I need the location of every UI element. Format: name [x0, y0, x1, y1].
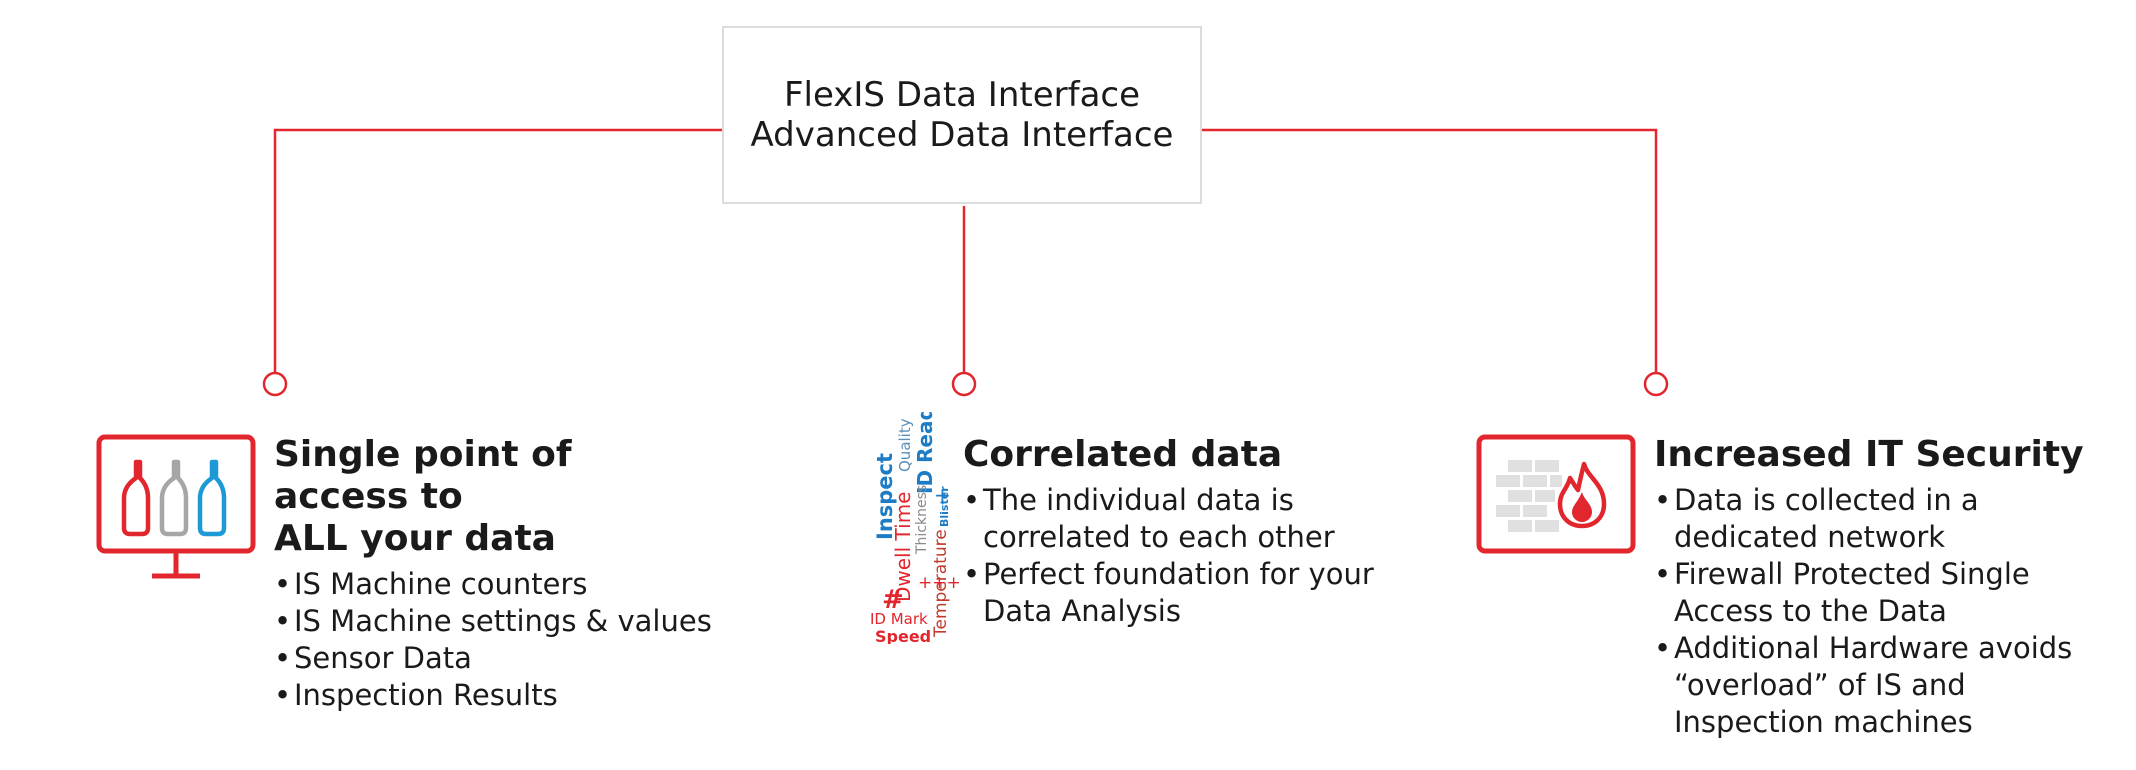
- word-inspect: Inspect: [873, 453, 897, 540]
- column-correlated-data: Correlated data The individual data isco…: [963, 434, 1403, 630]
- connector-node-right: [1643, 371, 1669, 397]
- list-item: Additional Hardware avoids“overload” of …: [1654, 630, 2114, 741]
- word-quality: Quality: [896, 418, 914, 472]
- firewall-monitor-icon: [1476, 434, 1636, 554]
- column-it-security: Increased IT Security Data is collected …: [1654, 434, 2114, 741]
- monitor-with-bottles-icon: [96, 434, 256, 579]
- interface-title-line2: Advanced Data Interface: [750, 115, 1174, 155]
- plus-glyphs: +++: [918, 573, 960, 593]
- column-title: Single point of access to ALL your data: [274, 434, 714, 560]
- plus-glyph-blue: +: [934, 483, 951, 507]
- interface-title-box: FlexIS Data Interface Advanced Data Inte…: [722, 26, 1202, 204]
- text-line: Inspection Results: [294, 678, 558, 712]
- column-title: Correlated data: [963, 434, 1283, 475]
- text-line: Single point of access to: [274, 434, 572, 517]
- text-line: ALL your data: [274, 518, 556, 559]
- column-title: Increased IT Security: [1654, 434, 2084, 475]
- text-line: “overload” of IS and: [1674, 668, 1966, 702]
- text-line: dedicated network: [1674, 520, 1946, 554]
- word-cloud-icon: Inspect Quality ID Read Dwell Time Thick…: [870, 412, 960, 644]
- word-blister: Blister: [938, 486, 951, 527]
- text-line: The individual data is: [983, 483, 1294, 517]
- word-temperature: Temperature: [931, 529, 951, 638]
- text-line: Data Analysis: [983, 594, 1181, 628]
- connector-left: [273, 128, 722, 373]
- word-thickness: Thickness: [914, 485, 930, 555]
- text-line: Perfect foundation for your: [983, 557, 1374, 591]
- text-line: Access to the Data: [1674, 594, 1947, 628]
- text-line: Inspection machines: [1674, 705, 1973, 739]
- text-line: Sensor Data: [294, 641, 472, 675]
- connector-right: [1202, 128, 1658, 373]
- word-id-mark: ID Mark: [870, 610, 928, 628]
- list-item: IS Machine settings & values: [274, 603, 714, 640]
- text-line: Data is collected in a: [1674, 483, 1979, 517]
- connector-node-center: [951, 371, 977, 397]
- list-item: IS Machine counters: [274, 566, 714, 603]
- text-line: correlated to each other: [983, 520, 1335, 554]
- text-line: Firewall Protected Single: [1674, 557, 2030, 591]
- list-item: Sensor Data: [274, 640, 714, 677]
- word-speed: Speed: [875, 627, 931, 644]
- hash-glyph: #: [882, 585, 904, 615]
- list-item: Inspection Results: [274, 677, 714, 714]
- word-dwell-time: Dwell Time: [891, 492, 915, 602]
- word-id-read: ID Read: [913, 412, 937, 494]
- bullet-list: IS Machine counters IS Machine settings …: [274, 566, 714, 714]
- column-data-access: Single point of access to ALL your data …: [274, 434, 714, 714]
- connector-node-left: [262, 371, 288, 397]
- interface-title-line1: FlexIS Data Interface: [783, 75, 1141, 115]
- text-line: IS Machine settings & values: [294, 604, 712, 638]
- text-line: Additional Hardware avoids: [1674, 631, 2073, 665]
- text-line: IS Machine counters: [294, 567, 588, 601]
